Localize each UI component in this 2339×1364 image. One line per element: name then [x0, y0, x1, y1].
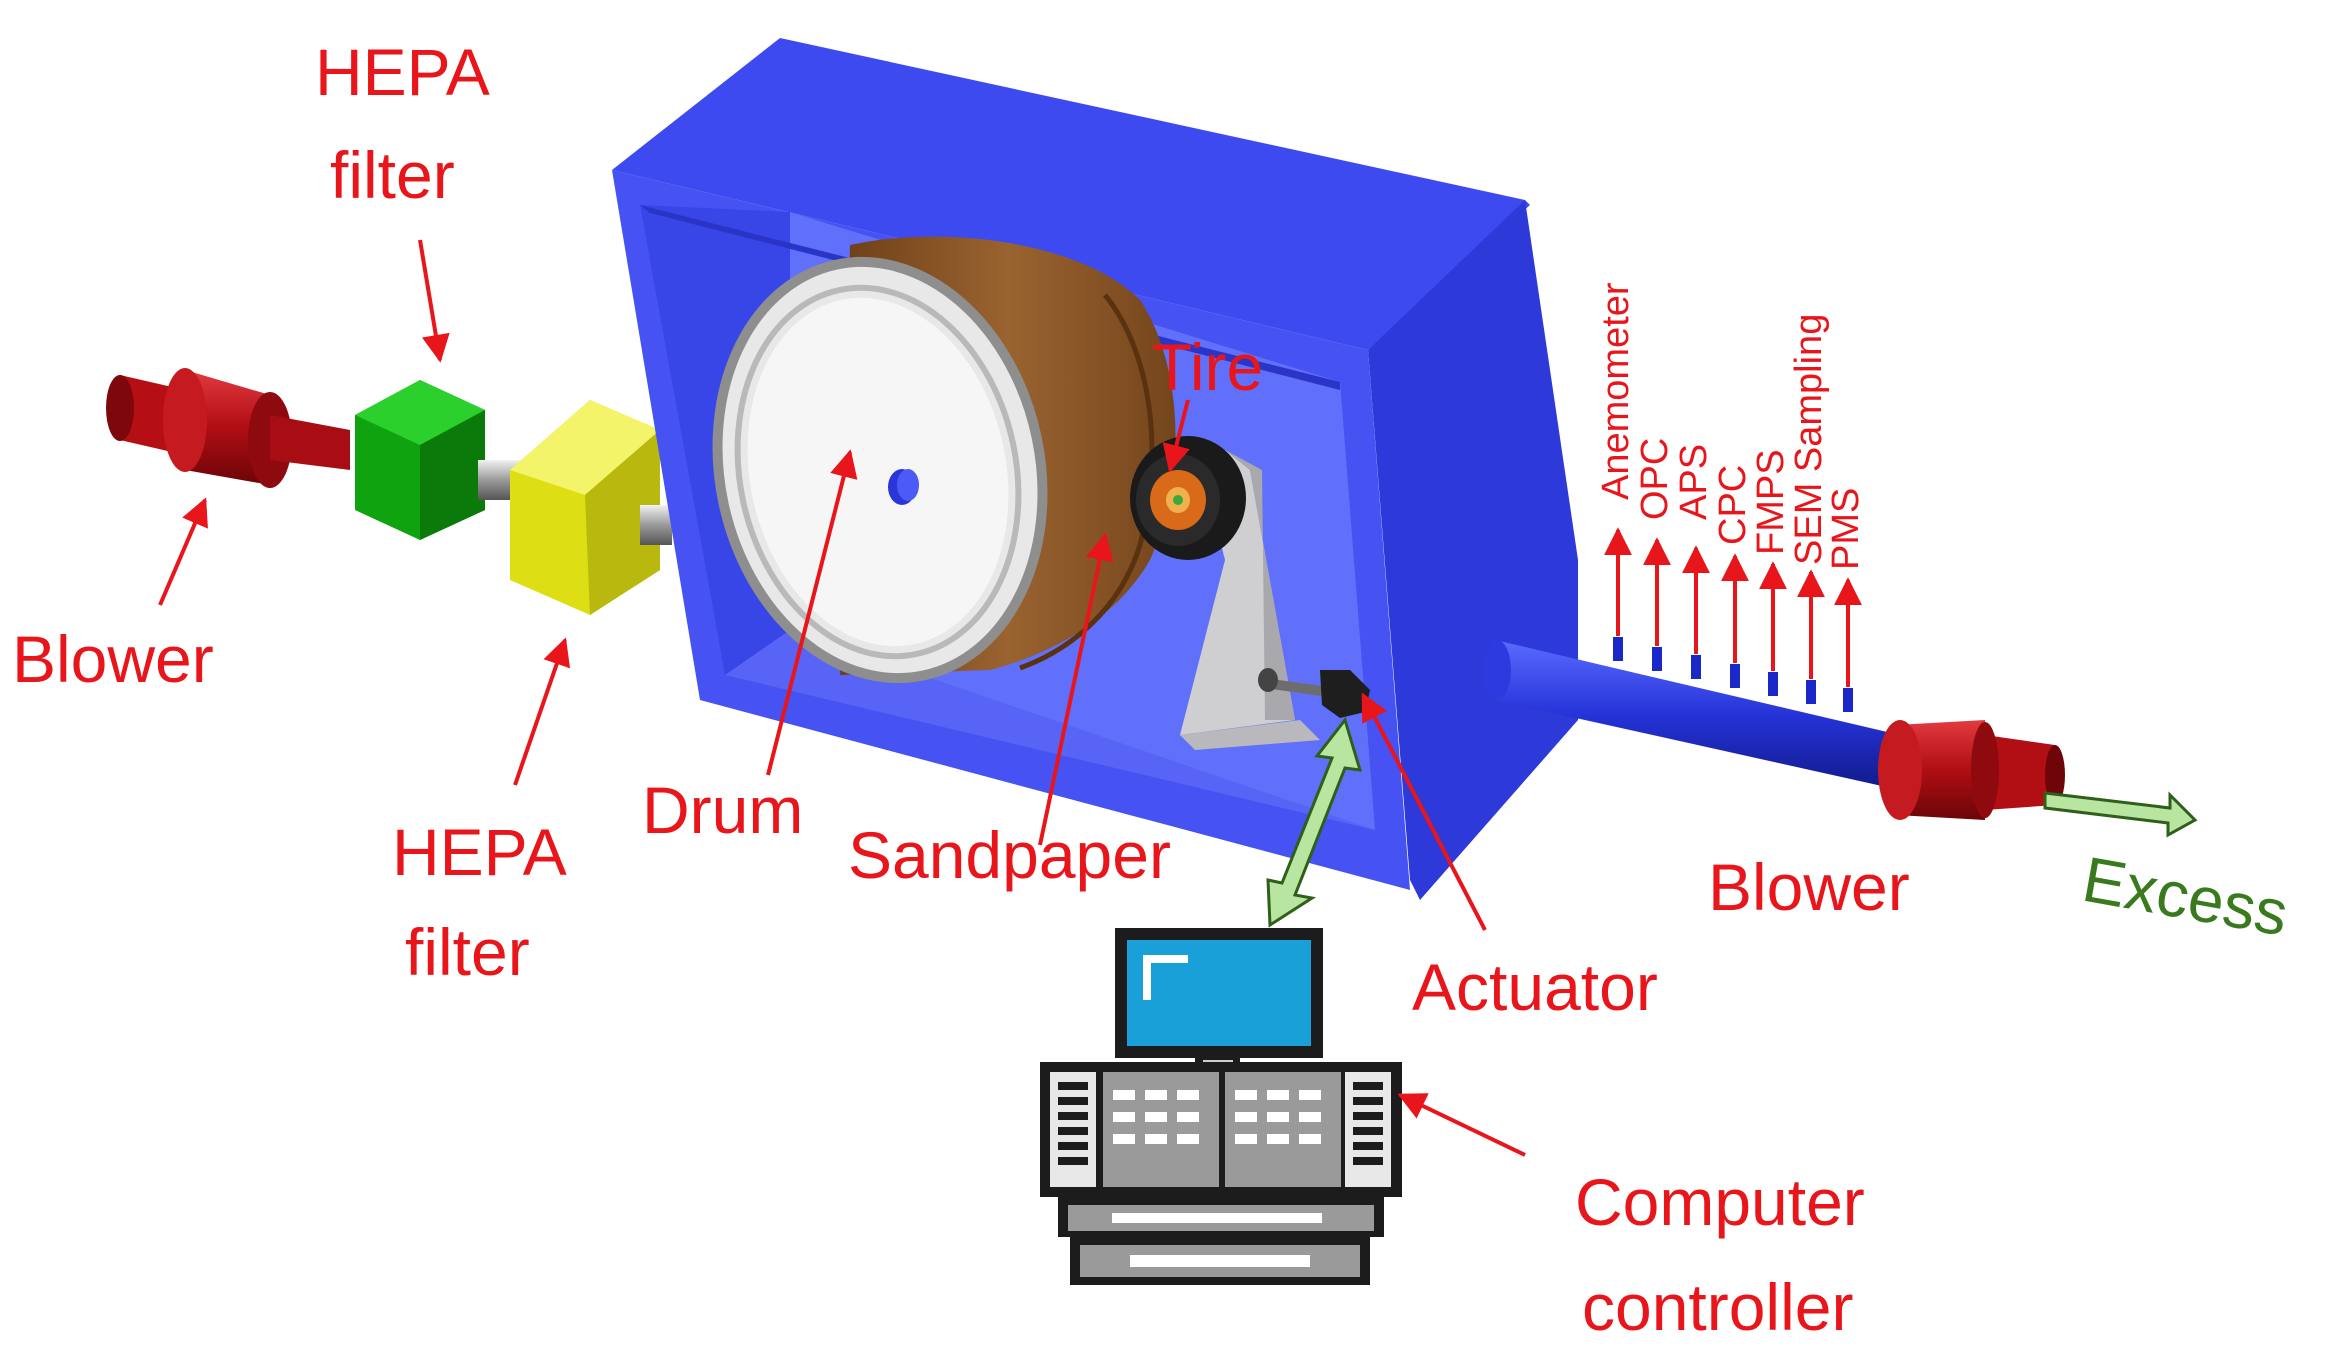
label-computer-1: Computer: [1575, 1165, 1865, 1239]
probe-label-fmps: FMPS: [1750, 449, 1792, 555]
probe-label-pms: PMS: [1825, 488, 1867, 570]
pointer-arrows: [158, 239, 1862, 1157]
probe-label-sem-sampling: SEM Sampling: [1788, 314, 1830, 565]
probe-stubs: [1613, 637, 1853, 712]
label-hepa-top-2: filter: [330, 138, 455, 212]
probe-label-opc: OPC: [1634, 438, 1676, 520]
tire: [1130, 436, 1246, 560]
tire-bracket: [1180, 450, 1320, 750]
label-drum: Drum: [642, 773, 803, 847]
hepa-filter-yellow: [510, 400, 672, 615]
label-tire: Tire: [1152, 330, 1263, 404]
blower-left: [106, 368, 350, 488]
label-computer-2: controller: [1582, 1270, 1853, 1344]
label-blower-left: Blower: [12, 622, 214, 696]
label-sandpaper: Sandpaper: [848, 818, 1171, 892]
label-hepa-top-1: HEPA: [315, 35, 490, 109]
outlet-duct: [1483, 637, 1900, 790]
label-actuator: Actuator: [1412, 950, 1658, 1024]
label-excess: Excess: [2078, 843, 2294, 950]
probe-label-cpc: CPC: [1712, 465, 1754, 545]
control-link-arrow: [1266, 716, 1363, 928]
drum: [712, 236, 1176, 684]
probe-label-anemometer: Anemometer: [1595, 282, 1637, 500]
probe-label-aps: APS: [1673, 444, 1715, 520]
label-blower-right: Blower: [1708, 850, 1910, 924]
hepa-filter-green: [355, 380, 485, 540]
excess-arrow: [2043, 791, 2198, 838]
actuator: [1258, 668, 1370, 718]
blower-right: [1878, 720, 2065, 820]
computer-controller: [1040, 928, 1402, 1285]
probe-labels: Anemometer OPC APS CPC FMPS SEM Sampling…: [1595, 282, 1867, 570]
label-hepa-bottom-2: filter: [405, 915, 530, 989]
label-hepa-bottom-1: HEPA: [392, 815, 567, 889]
